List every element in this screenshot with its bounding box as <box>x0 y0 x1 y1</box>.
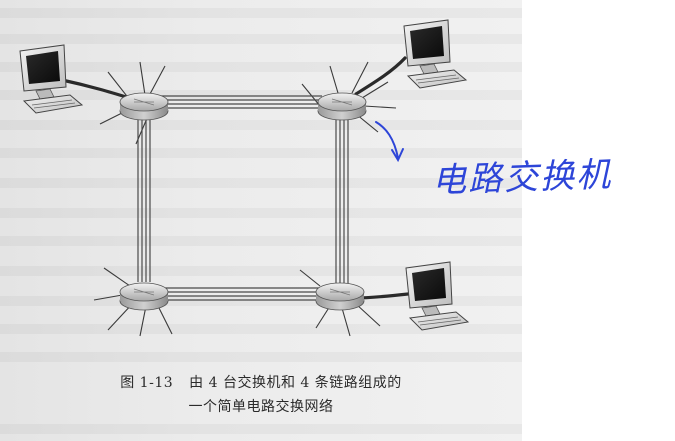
switch-top-left <box>119 92 169 121</box>
figure-caption-line1: 图 1-13 由 4 台交换机和 4 条链路组成的 <box>0 372 522 392</box>
computer-icon <box>405 261 470 331</box>
figure-number: 图 1-13 <box>120 375 174 391</box>
link-left <box>137 114 151 282</box>
figure-caption-text: 由 4 台交换机和 4 条链路组成的 <box>189 375 402 391</box>
link-bottom <box>160 287 322 301</box>
switch-bottom-left <box>119 282 169 311</box>
handwritten-annotation: 电路交换机 <box>431 154 613 202</box>
host-bottom-right <box>405 261 470 331</box>
switch-bottom-right <box>315 282 365 311</box>
figure-caption-line2: 一个简单电路交换网络 <box>188 399 334 415</box>
host-top-left <box>19 44 84 114</box>
host-top-right <box>403 19 468 89</box>
host-cables <box>60 56 410 300</box>
link-right <box>335 114 349 288</box>
handwritten-arrow-icon <box>375 121 404 163</box>
computer-icon <box>403 19 468 89</box>
links <box>137 95 349 301</box>
link-top <box>160 95 322 109</box>
computer-icon <box>19 44 84 114</box>
switch-top-right <box>317 92 367 121</box>
